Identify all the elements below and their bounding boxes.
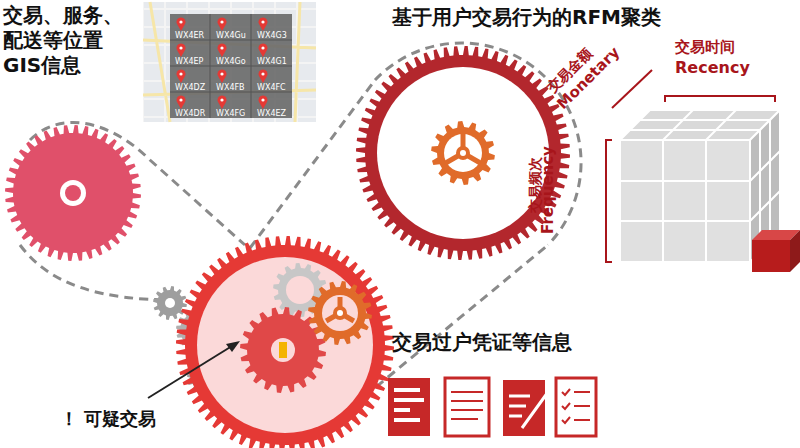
rfm-gear-hole (377, 67, 549, 239)
map-pin-dot (261, 98, 264, 101)
map-pin (177, 17, 186, 31)
gis-gear (5, 125, 141, 261)
map-pin (177, 69, 186, 83)
axis-label: Recency (675, 58, 750, 77)
geohash-code: WX4EP (175, 57, 203, 67)
map-pin (177, 95, 186, 109)
map-pin (259, 69, 268, 83)
map-pin (217, 69, 226, 83)
axis-label: Frequency (539, 146, 557, 234)
pointer-arrow (148, 341, 240, 398)
gear-hub (60, 180, 86, 206)
gear-hub (279, 342, 287, 358)
gears (5, 17, 570, 448)
inner-gear-hole (444, 134, 482, 172)
map-pin-dot (220, 20, 223, 23)
map-pin-dot (261, 46, 264, 49)
map-pin (217, 43, 226, 57)
map-pin-dot (220, 72, 223, 75)
map-pin-dot (179, 20, 182, 23)
gear-hub-hole (337, 310, 343, 316)
geohash-code: WX4Gu (216, 31, 246, 41)
map-pin (259, 95, 268, 109)
geohash-code: WX4FB (216, 83, 245, 93)
map-pin (217, 95, 226, 109)
map-pin (218, 17, 227, 31)
axis-label: 交易时间 (675, 38, 735, 56)
gis-heading: 交易、服务、配送等位置GIS信息 (3, 3, 128, 78)
axis-bracket (606, 70, 775, 262)
map-pin-dot (179, 46, 182, 49)
map-pin-dot (179, 72, 182, 75)
document-icons (388, 378, 596, 436)
map-pin-dot (261, 20, 264, 23)
geohash-code: WX4G1 (257, 57, 287, 67)
map-pin-dot (220, 98, 223, 101)
geohash-code: WX4ER (175, 31, 204, 41)
grey-gear-hole (286, 276, 314, 304)
orange-gear-hole (322, 295, 358, 331)
map-pin (259, 43, 268, 57)
gear-hub-hole (460, 150, 466, 156)
center-gear-hole (271, 338, 295, 362)
gis-map (143, 2, 316, 122)
main-gear-hole (197, 257, 373, 433)
map-pin-dot (179, 98, 182, 101)
geohash-code: WX4DR (175, 109, 205, 119)
main-gear (176, 236, 394, 448)
inner-gear (431, 121, 495, 185)
gear-hub (65, 185, 81, 201)
geohash-code: WX4Go (216, 57, 246, 67)
geohash-code: WX4EZ (257, 109, 286, 119)
geohash-code: WX4FC (257, 83, 286, 93)
suspicious-label: ！ 可疑交易 (60, 408, 156, 430)
map-pin (177, 43, 186, 57)
geohash-code: WX4FG (216, 109, 245, 119)
documents-heading: 交易过户凭证等信息 (392, 330, 572, 354)
grey-gear-hole (165, 298, 175, 308)
gear-hub (333, 306, 347, 320)
grey-gear (153, 286, 187, 320)
geohash-code: WX4DZ (175, 83, 205, 93)
map-pin-dot (220, 46, 223, 49)
orange-gear (308, 281, 372, 345)
rfm-gear (356, 46, 570, 260)
map-pin-dot (261, 72, 264, 75)
map-pin (259, 17, 268, 31)
rfm-cube (620, 110, 800, 272)
geohash-code: WX4G3 (257, 31, 287, 41)
gear-hub (456, 146, 470, 160)
rfm-heading: 基于用户交易行为的RFM聚类 (392, 5, 661, 29)
